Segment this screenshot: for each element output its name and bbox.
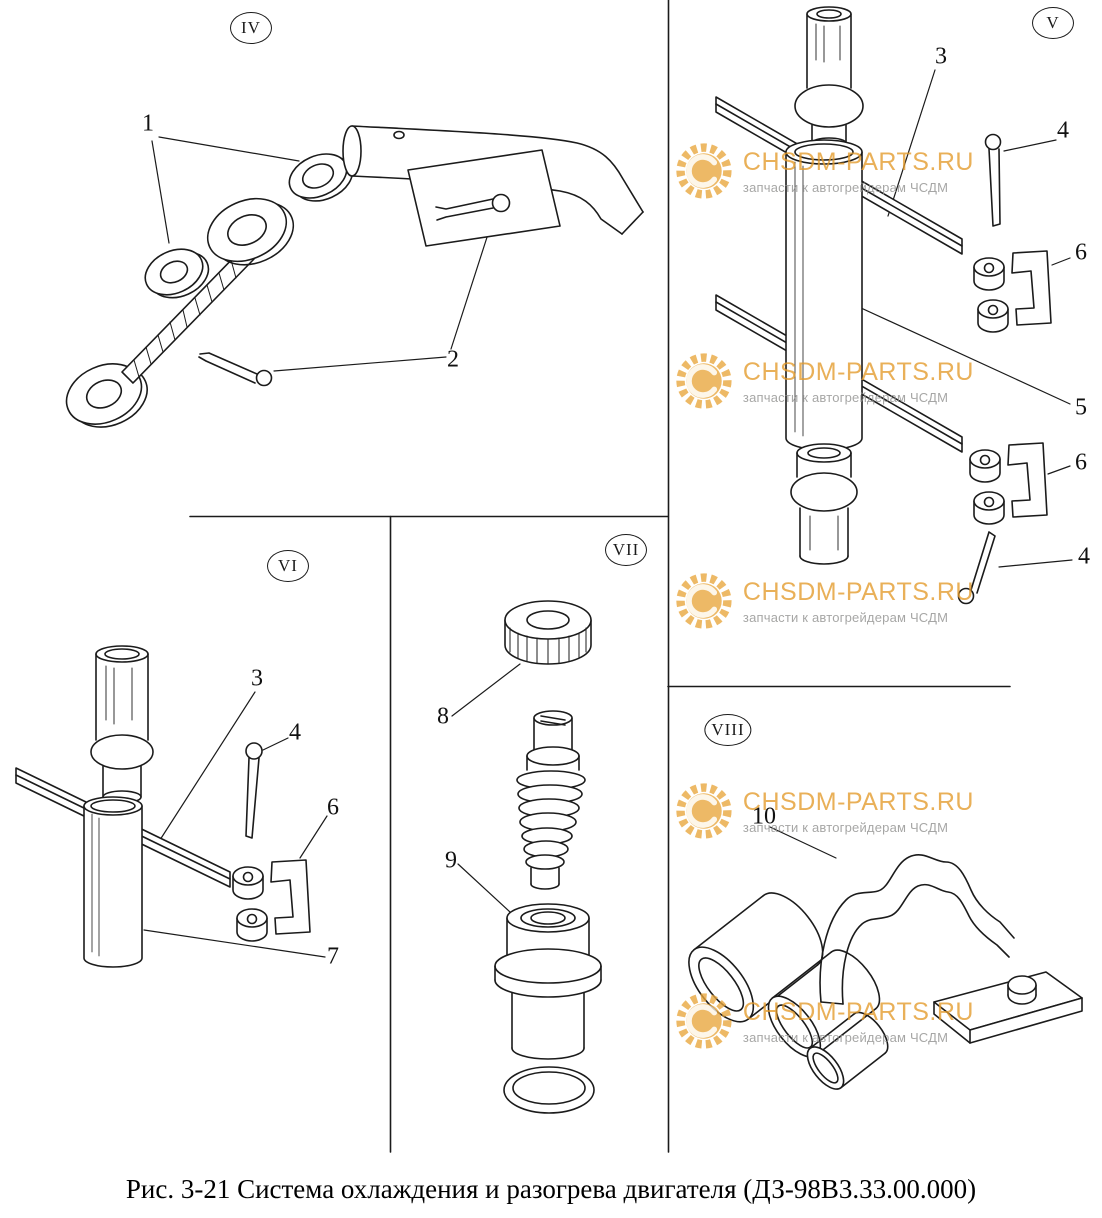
callout-10: 10	[752, 803, 776, 830]
cotter-pin	[957, 531, 996, 605]
clamp-bracket	[973, 250, 1052, 333]
washer	[288, 153, 354, 202]
panel-vii-art	[451, 600, 602, 1114]
panel-v-art	[715, 6, 1073, 605]
panel-badge-vi: VI	[267, 550, 309, 582]
callout-6b: 6	[1075, 449, 1087, 476]
cotter-pin	[984, 133, 1002, 227]
panel-label-vii: VII	[612, 540, 640, 559]
cotter-pin	[245, 742, 263, 839]
panel-badge-vii: VII	[605, 534, 647, 566]
threaded-fitting	[494, 903, 602, 1060]
panel-badge-iv: IV	[230, 12, 272, 44]
main-tube	[83, 796, 143, 968]
rubber-sleeve	[688, 892, 824, 1023]
callout-6c: 6	[327, 794, 339, 821]
panel-label-v: V	[1046, 13, 1060, 32]
cotter-pin	[198, 352, 273, 387]
callout-5: 5	[1075, 394, 1087, 421]
o-ring	[503, 1066, 595, 1114]
washer	[206, 197, 295, 266]
callout-7: 7	[327, 943, 339, 970]
callout-8: 8	[437, 703, 449, 730]
callout-4: 4	[1057, 117, 1069, 144]
panel-viii-art	[688, 826, 1083, 1090]
callout-4c: 4	[289, 719, 301, 746]
figure-caption: Рис. 3-21 Система охлаждения и разогрева…	[125, 1174, 977, 1204]
hose-connector-bottom	[790, 443, 858, 565]
callout-6: 6	[1075, 239, 1087, 266]
main-tube	[785, 139, 863, 451]
panel-vi-art	[15, 645, 328, 968]
callout-3: 3	[935, 43, 947, 70]
callout-3b: 3	[251, 665, 263, 692]
panel-iv-art	[65, 125, 644, 428]
callout-4b: 4	[1078, 543, 1090, 570]
panel-label-viii: VIII	[711, 720, 745, 739]
callout-9: 9	[445, 847, 457, 874]
callout-1: 1	[142, 110, 154, 137]
clamp-band	[819, 854, 1015, 1005]
ring-nut	[504, 600, 592, 665]
leader-lines-v	[847, 69, 1073, 568]
panel-badge-viii: VIII	[704, 714, 752, 746]
leader-lines-vii	[451, 663, 521, 913]
leader-lines-vi	[143, 691, 328, 958]
hose-connector-top	[90, 645, 154, 804]
rubber-sleeve	[767, 949, 881, 1058]
clamp-base-plate	[933, 971, 1083, 1044]
clamp-bracket	[232, 859, 311, 942]
leader-lines-iv	[151, 136, 490, 372]
panel-badge-v: V	[1032, 7, 1074, 39]
pin-detail-plate	[407, 149, 561, 247]
washer	[65, 363, 148, 428]
panel-label-iv: IV	[241, 18, 261, 37]
leader-lines-viii	[769, 826, 837, 859]
panel-label-vi: VI	[278, 556, 298, 575]
panel-dividers	[189, 0, 1011, 1153]
hose-connector-top	[794, 6, 864, 149]
callout-2: 2	[447, 346, 459, 373]
clamp-bracket	[969, 442, 1048, 525]
rubber-sleeve	[806, 1011, 889, 1090]
washer	[144, 248, 210, 299]
tapered-plug	[516, 710, 586, 890]
